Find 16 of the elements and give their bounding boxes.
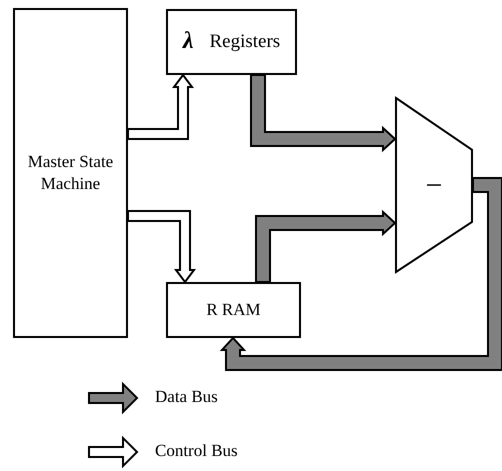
subtractor-block xyxy=(395,97,473,273)
node-label: R RAM xyxy=(206,298,261,321)
state-machine-box xyxy=(13,8,128,338)
data-bus-arrow xyxy=(250,74,396,152)
minus-sign: − xyxy=(426,168,442,204)
registers-box xyxy=(166,9,297,75)
node-label: Registers xyxy=(209,30,280,54)
data-bus-arrow xyxy=(220,177,502,371)
lambda-symbol: λ xyxy=(182,27,194,56)
legend-label: Control Bus xyxy=(155,441,238,461)
control-bus-arrow xyxy=(127,210,196,284)
control-bus-arrow xyxy=(127,73,194,140)
node-label: Master State Machine xyxy=(26,150,114,195)
legend-label: Data Bus xyxy=(155,387,218,407)
data-bus-arrow xyxy=(255,210,396,283)
ram-box xyxy=(166,282,301,338)
